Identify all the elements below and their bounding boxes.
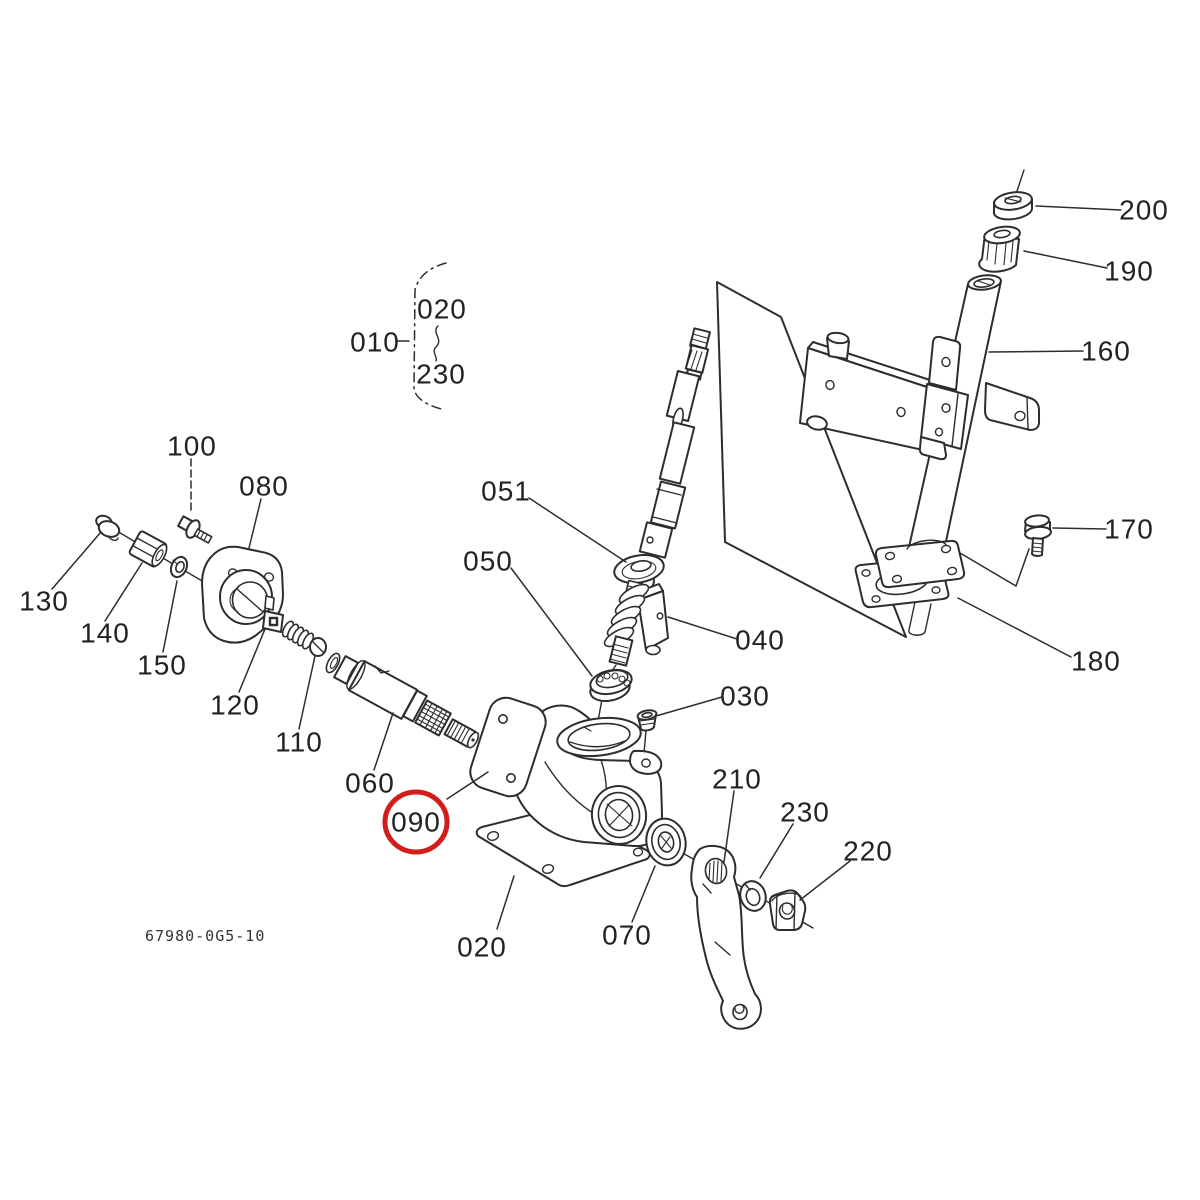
part-label-210: 210 — [712, 764, 762, 795]
spring-washer — [169, 555, 189, 579]
hex-spacer — [128, 530, 168, 568]
end-bolt — [95, 514, 121, 541]
steering-column-group — [799, 169, 1052, 636]
pitman-arm — [690, 844, 762, 1030]
housing-top-ring — [556, 716, 663, 775]
part-label-200: 200 — [1119, 195, 1169, 226]
worm-gear-coil — [603, 583, 650, 648]
part-label-220: 220 — [843, 836, 893, 867]
column-side-bracket — [984, 382, 1041, 431]
spline-hatch — [416, 703, 450, 734]
part-label-050: 050 — [463, 546, 513, 577]
part-label-020: 020 — [457, 932, 507, 963]
column-mount-bracket — [799, 331, 934, 451]
highlight-circle-090 — [382, 789, 450, 855]
part-label-010: 010 — [350, 327, 400, 358]
worm-shaft-stud — [608, 635, 634, 667]
adjust-spring-screw — [281, 620, 327, 657]
part-label-060: 060 — [345, 768, 395, 799]
steering-wheel-nut — [978, 225, 1021, 273]
housing-side-cover — [469, 696, 547, 798]
part-label-110: 110 — [275, 727, 323, 758]
dash-panel-outline — [716, 281, 907, 638]
part-label-040: 040 — [735, 625, 785, 656]
shaft-cover-flange — [201, 545, 284, 644]
left-parts-group — [95, 514, 327, 657]
column-channel-bracket — [918, 335, 969, 461]
leader-lines — [51, 205, 1122, 930]
drawing-number: 67980-0G5-10 — [145, 927, 265, 945]
part-label-100: 100 — [167, 431, 217, 462]
part-label-090-highlighted: 090 — [391, 807, 441, 838]
lock-washer — [739, 880, 767, 912]
oil-seal — [645, 817, 687, 867]
steering-shaft-group — [589, 327, 711, 732]
part-label-230: 230 — [780, 797, 830, 828]
pitman-nut — [768, 889, 807, 931]
part-label-130: 130 — [19, 586, 69, 617]
part-label-170: 170 — [1104, 514, 1154, 545]
column-base-flange — [874, 539, 966, 636]
steering-shaft — [638, 327, 711, 559]
part-label-140: 140 — [80, 618, 130, 649]
part-labels: 010 020 230 100 080 051 050 040 030 130 … — [19, 195, 1169, 963]
housing-base-plate — [475, 805, 651, 888]
part-label-080: 080 — [239, 471, 289, 502]
part-label-030: 030 — [720, 681, 770, 712]
part-label-020-range-start: 020 — [417, 294, 467, 325]
part-label-230-range-end: 230 — [416, 359, 466, 390]
part-label-150: 150 — [137, 650, 187, 681]
part-label-180: 180 — [1071, 646, 1121, 677]
cover-bolt — [177, 515, 213, 544]
part-label-051: 051 — [481, 476, 531, 507]
cross-shaft — [325, 652, 480, 749]
gear-housing-group — [469, 696, 663, 888]
adjust-plug — [636, 709, 658, 732]
part-label-120: 120 — [210, 690, 260, 721]
flange-bolt — [1024, 514, 1052, 557]
part-label-160: 160 — [1081, 336, 1131, 367]
housing-output-boss — [590, 785, 648, 845]
column-cap-nut — [992, 169, 1033, 221]
part-label-190: 190 — [1104, 256, 1154, 287]
pitman-arm-group — [645, 817, 807, 1030]
square-key — [262, 610, 284, 633]
group-bracket — [413, 262, 447, 411]
part-label-070: 070 — [602, 920, 652, 951]
thread-hatch — [446, 720, 470, 744]
lower-bearing — [589, 668, 633, 702]
